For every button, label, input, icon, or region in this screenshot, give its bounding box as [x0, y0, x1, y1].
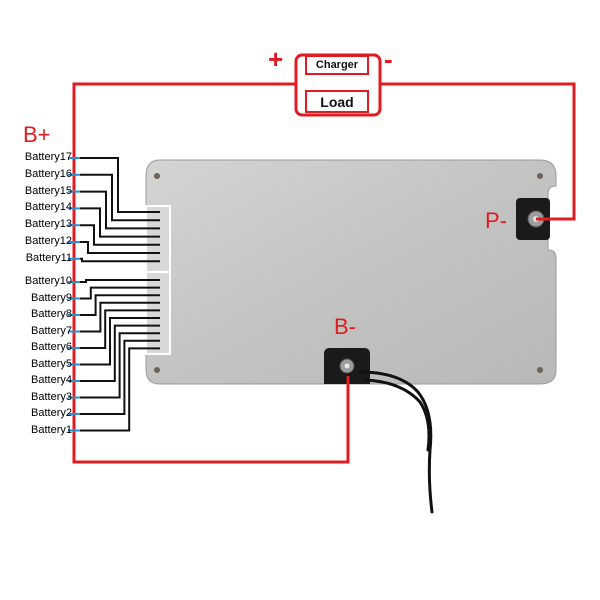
battery-label: Battery3: [31, 390, 72, 403]
bms-board: [145, 159, 557, 385]
main-power-wires: [72, 53, 576, 464]
balance-wire: [80, 339, 160, 415]
balance-wire: [80, 294, 160, 316]
balance-wire: [80, 332, 160, 399]
balance-wire: [80, 279, 160, 283]
balance-wire: [80, 301, 160, 333]
balance-wire: [80, 157, 160, 213]
balance-wire: [80, 224, 160, 246]
battery-label: Battery14: [24, 201, 72, 214]
battery-label: Battery10: [24, 275, 72, 287]
balance-wire: [80, 173, 160, 222]
battery-label: Battery6: [31, 341, 72, 353]
b-minus-label: B-: [334, 314, 356, 339]
balance-wire: [80, 241, 160, 254]
minus-sign: -: [384, 44, 393, 74]
balance-wire: [80, 324, 160, 382]
balance-wire: [80, 309, 160, 349]
balance-wire: [80, 257, 160, 263]
battery-label: Battery8: [31, 308, 72, 320]
load-box: [305, 90, 369, 113]
plus-sign: +: [268, 44, 284, 74]
battery-label: Battery5: [31, 357, 72, 370]
charger-box: [305, 55, 369, 75]
battery-label: Battery17: [24, 151, 72, 163]
battery-label: Battery12: [24, 235, 72, 247]
balance-wire: [80, 347, 160, 432]
balance-wire: [80, 190, 160, 230]
balance-lead-wires: [80, 157, 160, 432]
balance-wire: [80, 317, 160, 366]
battery-terminal-ticks: [68, 157, 80, 432]
battery-label: Battery2: [31, 407, 72, 419]
battery-label: Battery7: [31, 324, 72, 337]
temperature-sensor-wire: [358, 370, 434, 514]
battery-label: Battery4: [31, 374, 72, 386]
battery-label: Battery9: [31, 291, 72, 304]
charger-label: Charger: [315, 59, 359, 71]
balance-wire: [80, 207, 160, 238]
battery-label: Battery1: [31, 423, 72, 436]
load-label: Load: [320, 94, 354, 110]
balance-wire: [80, 286, 160, 300]
battery-label: Battery11: [25, 251, 72, 264]
battery-label: Battery13: [24, 218, 72, 231]
p-minus-label: P-: [485, 208, 507, 233]
battery-label: Battery15: [24, 184, 72, 197]
battery-label: Battery16: [24, 167, 72, 180]
b-plus-label: B+: [23, 122, 51, 147]
